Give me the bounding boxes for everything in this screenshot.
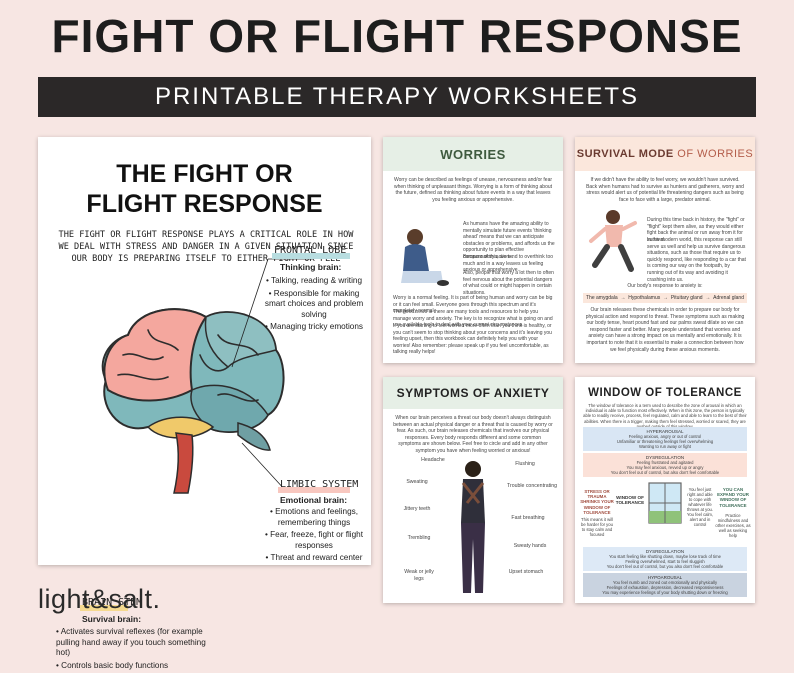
survival-mode-worksheet: SURVIVAL MODE OF WORRIES If we didn't ha… xyxy=(575,137,755,363)
symptom-label: Fast breathing xyxy=(511,515,545,521)
dysregulation-bottom-band: DYSREGULATION You start feeling like shu… xyxy=(583,547,747,571)
window-intro: The window of tolerance is a term used t… xyxy=(583,403,747,429)
window-center-text: You feel just right and able to cope wit… xyxy=(686,487,714,527)
survival-header xyxy=(575,137,755,171)
symptoms-title: SYMPTOMS OF ANXIETY xyxy=(396,386,550,400)
worries-paragraph: If you are starting to feel worried more… xyxy=(393,323,552,356)
brand-logo: light&salt. xyxy=(38,584,161,614)
brain-stem-label: BRAIN STEM xyxy=(82,597,143,608)
flow-step: Hypothalamus xyxy=(628,295,661,301)
worried-person-illustration xyxy=(401,229,449,286)
list-item: • Responsible for making smart choices a… xyxy=(264,288,364,319)
intro-text: THE FIGHT OR FLIGHT RESPONSE PLAYS A CRI… xyxy=(58,230,354,264)
expand-window-title: YOU CAN EXPAND YOUR WINDOW OF TOLERANCE xyxy=(717,487,749,508)
brain-stem-list: • Activates survival reflexes (for examp… xyxy=(56,627,206,673)
symptom-label: Trouble concentrating xyxy=(507,483,557,489)
dysregulation-top-band: DYSREGULATION Feeling frustrated and agi… xyxy=(583,453,747,477)
hypoarousal-band: HYPOAROUSAL You feel numb and zoned out … xyxy=(583,573,747,597)
survival-paragraph: Our brain releases these chemicals in or… xyxy=(585,307,745,353)
window-of-tolerance-worksheet: WINDOW OF TOLERANCE The window of tolera… xyxy=(575,377,755,603)
stem-highlight xyxy=(80,605,128,611)
hyperarousal-title: HYPERAROUSAL xyxy=(646,429,684,434)
running-person-illustration xyxy=(589,210,637,272)
limbic-system-sub: Emotional brain: xyxy=(280,495,348,505)
symptom-label: Upset stomach xyxy=(508,569,544,575)
frontal-lobe-label: FRONTAL LOBE xyxy=(274,245,347,256)
list-item: • Talking, reading & writing xyxy=(265,276,363,285)
brain-illustration xyxy=(101,308,285,494)
symptoms-header xyxy=(383,377,563,409)
survival-paragraph: If we didn't have the ability to feel wo… xyxy=(586,177,744,203)
hypoarousal-text: You feel numb and zoned out emotionally … xyxy=(602,580,728,595)
survival-paragraph: In the modern world, this response can s… xyxy=(647,237,746,283)
limbic-system-list: • Emotions and feelings, remembering thi… xyxy=(260,507,368,566)
window-title: WINDOW OF TOLERANCE xyxy=(588,387,742,399)
flow-step: Adrenal gland xyxy=(713,295,744,301)
worries-paragraph: Also, people that worry a lot then to of… xyxy=(463,270,554,296)
worries-title: WORRIES xyxy=(440,147,506,162)
list-item: • Emotions and feelings, remembering thi… xyxy=(270,507,358,527)
window-illustration xyxy=(648,482,682,524)
limbic-highlight xyxy=(278,487,350,493)
symptom-label: Sweaty hands xyxy=(513,543,547,549)
symptom-label: Jittery teeth xyxy=(403,506,431,512)
shrink-window-title: STRESS OR TRAUMA SHRINKS YOUR WINDOW OF … xyxy=(580,489,614,515)
frontal-lobe-list: • Talking, reading & writing • Responsib… xyxy=(260,276,368,335)
worries-header xyxy=(383,137,563,171)
symptoms-paragraph: When our brain perceives a threat our bo… xyxy=(393,415,553,454)
response-flow-title: Our body's response to anxiety is: xyxy=(627,283,703,289)
limbic-system-label: LIMBIC SYSTEM xyxy=(280,479,359,490)
survival-paragraph: During this time back in history, the "f… xyxy=(647,217,745,243)
symptom-label: Weak or jelly legs xyxy=(404,569,434,582)
list-item: • Controls basic body functions xyxy=(56,660,169,670)
worries-paragraph: The good news is there are many tools an… xyxy=(393,309,553,329)
worries-paragraph: Because of this, we tend to overthink to… xyxy=(463,254,554,274)
dysregulation-title: DYSREGULATION xyxy=(645,455,685,460)
frontal-lobe-sub: Thinking brain: xyxy=(280,262,342,272)
dysregulation-text: You start feeling like shutting down, ma… xyxy=(606,554,724,569)
flow-step: Pituitary gland xyxy=(670,295,703,301)
person-silhouette-illustration xyxy=(461,461,485,593)
list-item: • Threat and reward center xyxy=(265,553,363,562)
symptom-label: Headache xyxy=(421,457,445,463)
symptom-label: Flushing xyxy=(515,461,535,467)
expand-window-text: Practice mindfulness and other exercises… xyxy=(715,513,751,538)
main-title: FIGHT OR FLIGHT RESPONSE xyxy=(51,10,743,62)
list-item: • Managing tricky emotions xyxy=(265,322,363,331)
list-item: • Activates survival reflexes (for examp… xyxy=(56,627,206,657)
shrink-window-text: This means it will be harder for you to … xyxy=(581,517,613,537)
dysregulation-text: Feeling frustrated and agitated You may … xyxy=(610,460,720,475)
worries-paragraph: Worry can be described as feelings of un… xyxy=(393,177,553,203)
worries-paragraph: As humans have the amazing ability to me… xyxy=(463,221,555,260)
symptom-label: Trembling xyxy=(407,535,431,541)
response-flow: The amygdala→ Hypothalamus→ Pituitary gl… xyxy=(583,293,747,303)
brain-stem-sub: Survival brain: xyxy=(82,614,142,624)
flow-step: The amygdala xyxy=(586,295,618,301)
hyperarousal-text: Feeling anxious, angry or out of control… xyxy=(616,434,714,449)
symptoms-worksheet: SYMPTOMS OF ANXIETY When our brain perce… xyxy=(383,377,563,603)
worries-paragraph: Worry is a normal feeling. It is part of… xyxy=(393,295,553,315)
list-item: • Fear, freeze, fight or flight response… xyxy=(265,530,363,550)
symptom-label: Sweating xyxy=(406,479,428,485)
hypoarousal-title: HYPOAROUSAL xyxy=(647,575,683,580)
dysregulation-title: DYSREGULATION xyxy=(645,549,685,554)
frontal-highlight xyxy=(272,253,350,259)
hyperarousal-band: HYPERAROUSAL Feeling anxious, angry or o… xyxy=(583,427,747,451)
worries-worksheet: WORRIES Worry can be described as feelin… xyxy=(383,137,563,363)
survival-title: SURVIVAL MODE OF WORRIES xyxy=(576,148,754,160)
subtitle-banner: PRINTABLE THERAPY WORKSHEETS xyxy=(38,77,756,117)
window-center-title: WINDOW OF TOLERANCE xyxy=(615,495,645,506)
